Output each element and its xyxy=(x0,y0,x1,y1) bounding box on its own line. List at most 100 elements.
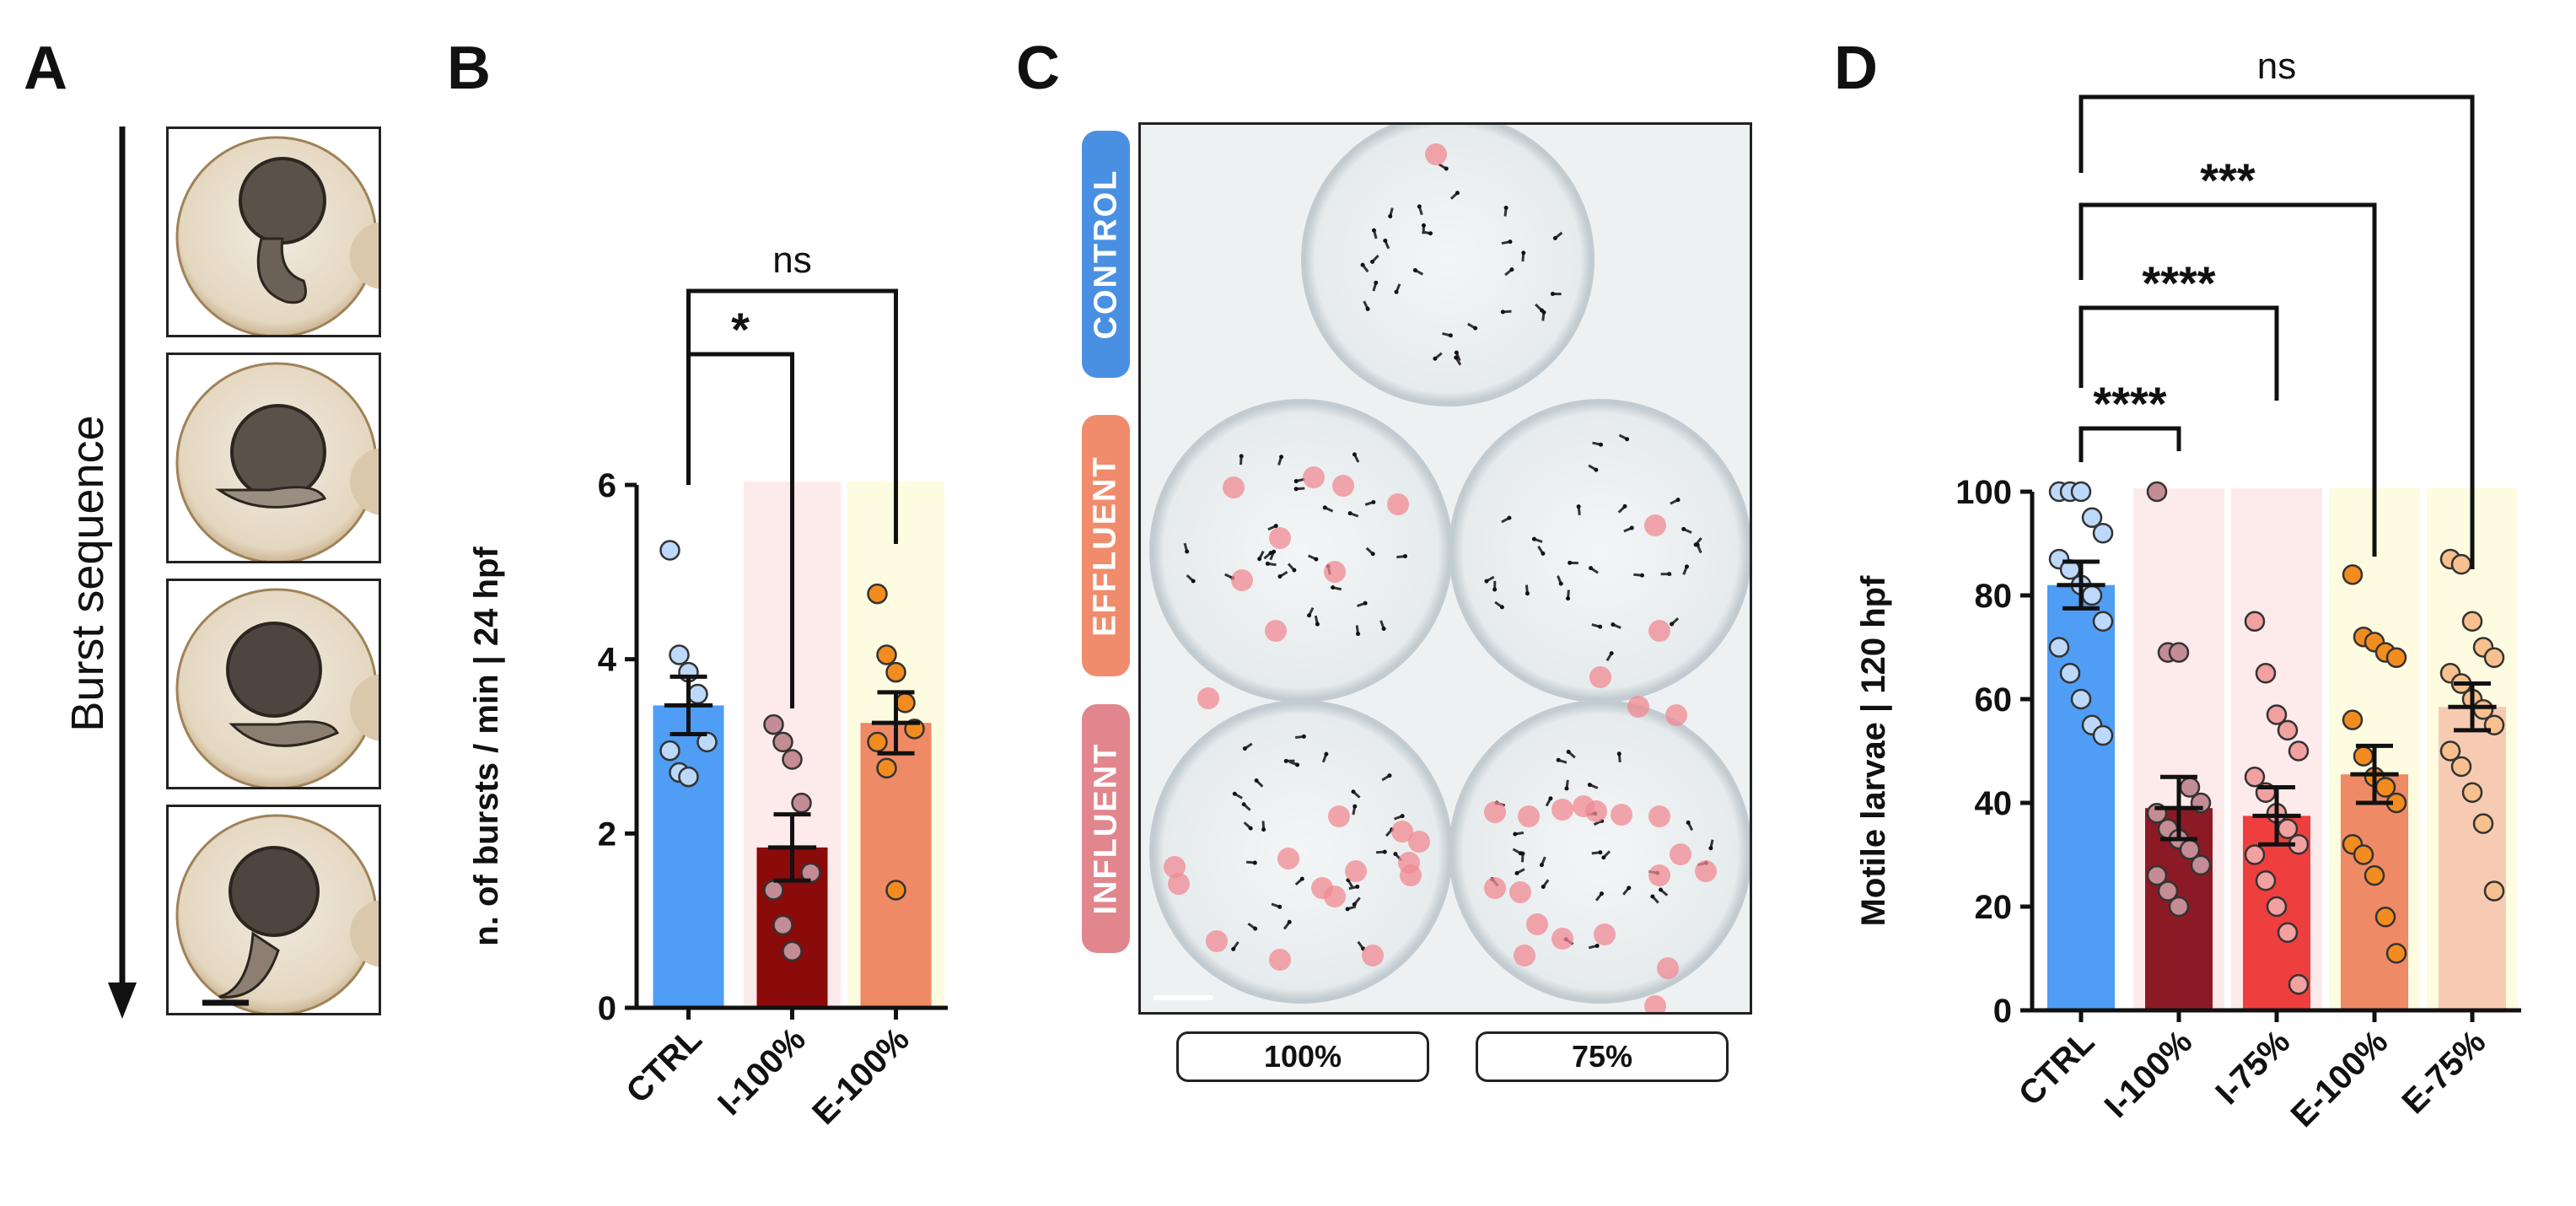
larva-head xyxy=(1353,804,1358,809)
larva-head xyxy=(1541,310,1546,315)
burst-sequence-label: Burst sequence xyxy=(62,415,113,731)
larva-head xyxy=(1388,213,1393,218)
point xyxy=(2461,782,2483,803)
larva-head xyxy=(1351,789,1356,794)
larva-head xyxy=(1370,552,1375,557)
larva-head xyxy=(1345,907,1350,912)
panel-letter-d: D xyxy=(1834,35,1878,102)
larva-head xyxy=(1273,524,1278,529)
larva-head xyxy=(1473,326,1478,331)
larva-head xyxy=(1627,886,1632,891)
x-tick-label: E-100% xyxy=(805,1020,917,1132)
larva-head xyxy=(1625,437,1630,442)
row-label-control-text: CONTROL xyxy=(1088,169,1123,340)
larva-head xyxy=(1400,814,1405,819)
larva-head xyxy=(1609,651,1614,656)
larva-head xyxy=(1417,204,1422,209)
significance-label: *** xyxy=(2200,153,2256,207)
immotile-mark xyxy=(1324,886,1346,907)
immotile-mark xyxy=(1324,561,1346,583)
larva-head xyxy=(1371,228,1376,233)
larva-head xyxy=(1257,557,1262,562)
y-tick-label: 60 xyxy=(1975,681,2013,719)
larva-head xyxy=(1695,542,1700,547)
point xyxy=(2081,507,2103,528)
immotile-mark xyxy=(1585,800,1607,822)
point xyxy=(2342,564,2364,585)
embryo-frame-2 xyxy=(166,353,381,563)
immotile-mark xyxy=(1589,666,1611,688)
larva-head xyxy=(1370,259,1375,264)
larva-head xyxy=(1242,746,1247,751)
larva-head xyxy=(1277,574,1283,579)
larva-head xyxy=(1433,356,1438,361)
larva-head xyxy=(1601,855,1606,860)
larva-head xyxy=(1675,498,1681,503)
petri-dishes xyxy=(1149,125,1750,1012)
larva-head xyxy=(1365,306,1370,311)
y-tick-label: 80 xyxy=(1975,578,2013,615)
larva-head xyxy=(1292,568,1297,573)
embryo-frame-3 xyxy=(166,579,381,789)
larva-head xyxy=(1421,223,1426,228)
immotile-mark xyxy=(1277,848,1299,870)
larva-head xyxy=(1531,536,1536,541)
larva-head xyxy=(1394,289,1399,294)
point xyxy=(895,692,916,713)
larva-head xyxy=(1566,749,1571,754)
larva-head xyxy=(1598,850,1603,855)
point xyxy=(2081,584,2103,606)
significance-bracket xyxy=(2079,202,2377,557)
point xyxy=(2168,642,2190,663)
immotile-mark xyxy=(1265,620,1287,642)
panel-letter-b: B xyxy=(447,35,491,102)
significance-label: **** xyxy=(2093,377,2166,430)
point xyxy=(876,644,897,665)
larva-head xyxy=(1541,551,1546,556)
y-tick-label: 0 xyxy=(598,990,616,1027)
point xyxy=(876,757,897,779)
immotile-mark xyxy=(1657,957,1679,979)
point xyxy=(2277,922,2299,943)
column-label-75: 75% xyxy=(1476,1031,1729,1082)
x-tick-label: E-75% xyxy=(2395,1023,2493,1121)
larva-head xyxy=(1412,267,1417,272)
point xyxy=(2472,813,2494,834)
larva-head xyxy=(1265,561,1270,566)
larva-head xyxy=(1568,560,1573,565)
point xyxy=(867,731,888,753)
larva-head xyxy=(1595,943,1600,948)
y-tick-label: 6 xyxy=(598,467,616,504)
y-axis-label: n. of bursts / min | 24 hpf xyxy=(468,546,505,946)
immotile-mark xyxy=(1644,995,1666,1012)
point xyxy=(772,731,793,753)
x-tick-label: E-100% xyxy=(2284,1023,2396,1134)
point xyxy=(2146,481,2168,503)
row-label-influent-text: INFLUENT xyxy=(1088,742,1123,915)
point xyxy=(2353,844,2374,865)
larva-head xyxy=(1616,751,1621,756)
larva-head xyxy=(1539,863,1544,868)
larva-head xyxy=(1191,579,1196,584)
point xyxy=(2092,522,2114,544)
point xyxy=(791,792,812,814)
larva-head xyxy=(1331,585,1336,590)
panel-letter-c: C xyxy=(1016,35,1060,102)
point xyxy=(659,740,680,762)
immotile-mark xyxy=(1552,928,1573,950)
larva-head xyxy=(1541,885,1546,890)
x-tick-label: I-100% xyxy=(711,1020,813,1123)
larva-head xyxy=(1283,758,1288,763)
larva-head xyxy=(1253,926,1258,931)
point xyxy=(2255,870,2277,891)
immotile-mark xyxy=(1594,923,1616,945)
immotile-mark xyxy=(1611,804,1632,826)
column-label-100: 100% xyxy=(1176,1031,1429,1082)
immotile-mark xyxy=(1269,527,1291,549)
larva-head xyxy=(1307,613,1312,618)
immotile-mark xyxy=(1408,831,1430,853)
point xyxy=(669,644,690,665)
significance-bracket xyxy=(2079,426,2181,462)
larva-head xyxy=(1484,579,1489,584)
